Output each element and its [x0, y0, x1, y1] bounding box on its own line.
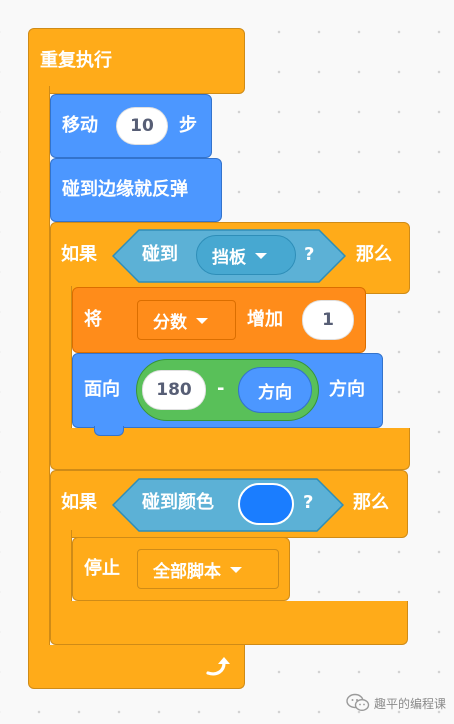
loop-arrow-icon	[206, 657, 230, 676]
touching-target-dropdown[interactable]: 挡板	[196, 235, 296, 275]
direction-reporter[interactable]: 方向	[238, 367, 312, 413]
move-label: 移动	[62, 115, 98, 136]
watermark: 趣平的编程课	[346, 693, 446, 713]
stop-option-text: 全部脚本	[153, 561, 221, 582]
dropdown-arrow-icon	[196, 318, 208, 324]
change-label-mid: 增加	[247, 309, 283, 330]
forever-block-arm[interactable]	[28, 86, 50, 658]
wechat-icon	[346, 693, 370, 712]
variable-dropdown[interactable]: 分数	[137, 300, 236, 340]
direction-reporter-text: 方向	[258, 382, 292, 403]
stop-option-dropdown[interactable]: 全部脚本	[137, 549, 279, 589]
if2-if-label: 如果	[61, 492, 97, 513]
change-label-left: 将	[84, 309, 102, 330]
forever-label: 重复执行	[40, 50, 112, 71]
if1-then-label: 那么	[356, 244, 392, 265]
color-swatch-input[interactable]	[238, 483, 294, 525]
point-block-tab	[94, 426, 124, 436]
touching-color-label: 碰到颜色	[142, 492, 214, 513]
dropdown-arrow-icon	[255, 253, 267, 259]
touching-target-text: 挡板	[212, 247, 246, 268]
watermark-text: 趣平的编程课	[374, 696, 447, 711]
forever-block-top[interactable]	[28, 28, 245, 94]
stop-label: 停止	[84, 558, 120, 579]
touching-label: 碰到	[142, 244, 178, 265]
bounce-label: 碰到边缘就反弹	[62, 179, 188, 200]
move-unit-label: 步	[179, 115, 197, 136]
point-label-left: 面向	[84, 379, 120, 400]
if2-bottom[interactable]	[50, 601, 408, 645]
minuend-input[interactable]: 180	[142, 370, 206, 410]
change-value-input[interactable]: 1	[302, 300, 354, 340]
if2-arm[interactable]	[50, 530, 72, 610]
forever-block-bottom[interactable]	[28, 645, 245, 689]
touching-question-mark: ?	[304, 244, 315, 265]
touching-color-question-mark: ?	[303, 492, 314, 513]
if2-then-label: 那么	[353, 492, 389, 513]
operator-symbol: -	[217, 378, 225, 399]
move-steps-input[interactable]: 10	[116, 107, 168, 145]
point-label-right: 方向	[329, 379, 365, 400]
if1-if-label: 如果	[61, 244, 97, 265]
if1-arm[interactable]	[50, 286, 72, 436]
dropdown-arrow-icon	[230, 567, 242, 573]
bounce-on-edge-block[interactable]	[50, 158, 222, 222]
variable-name: 分数	[153, 312, 187, 333]
